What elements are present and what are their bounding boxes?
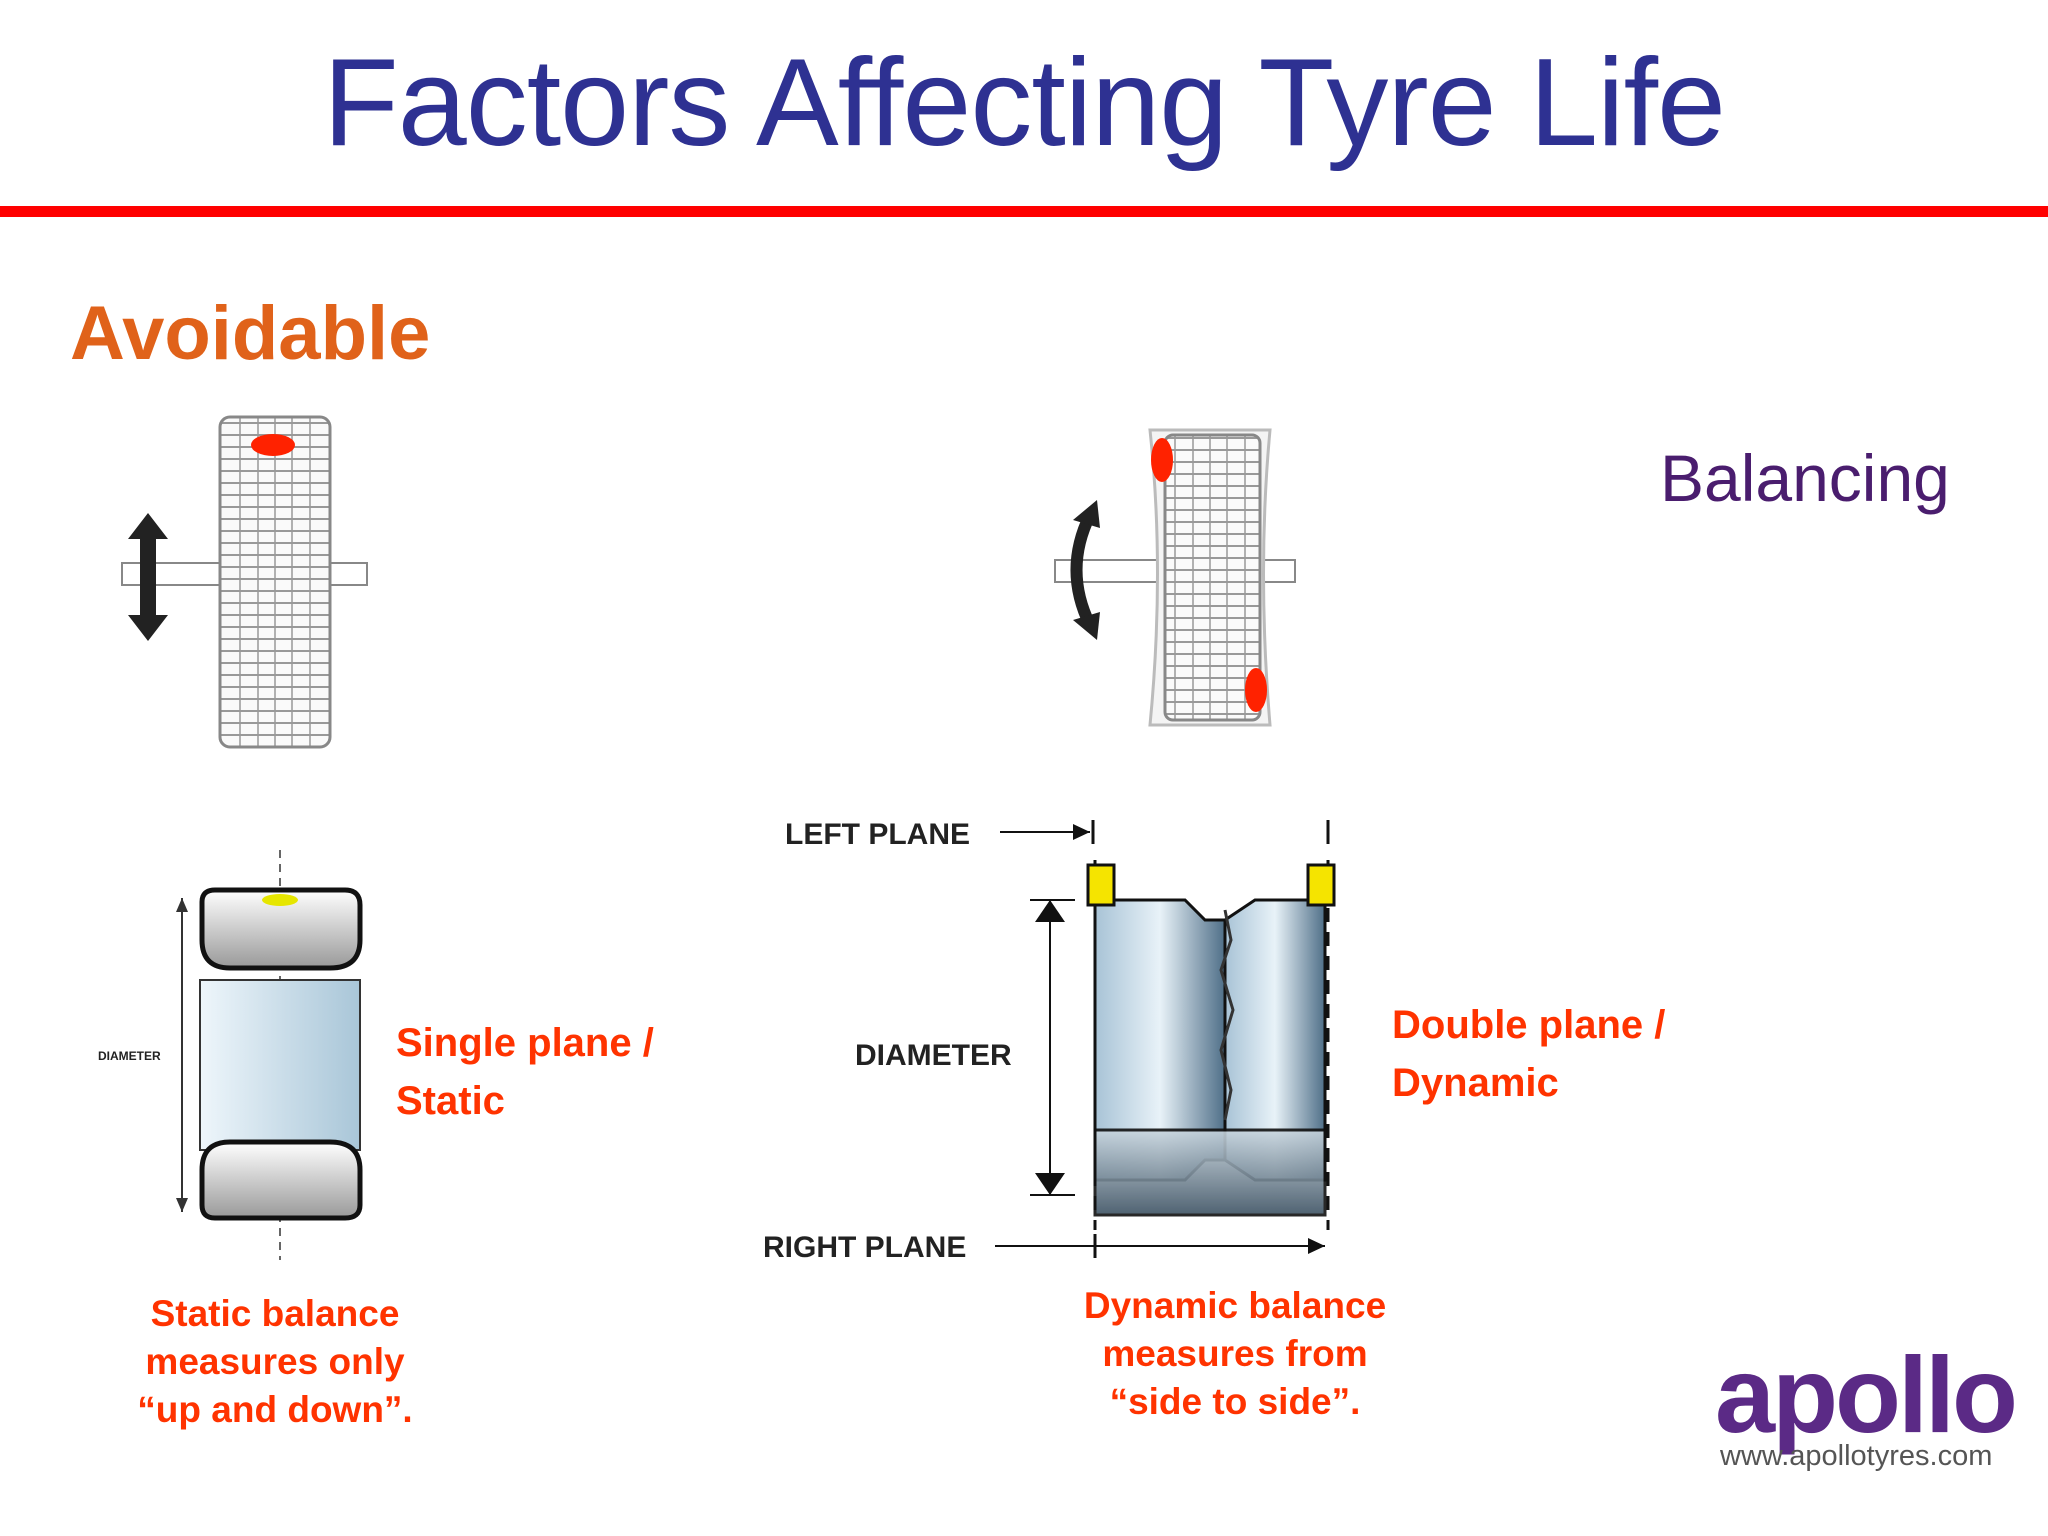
- section-heading: Avoidable: [70, 291, 431, 376]
- diameter-label-small: DIAMETER: [98, 1049, 161, 1063]
- static-imbalance-tyre-illustration: [121, 415, 368, 749]
- imbalance-weight-marker: [251, 434, 295, 456]
- static-caption: Static balance measures only “up and dow…: [137, 1293, 413, 1430]
- title-divider: [0, 206, 2048, 217]
- static-balance-cross-section: DIAMETER: [98, 850, 363, 1260]
- slide-title: Factors Affecting Tyre Life: [322, 34, 1726, 172]
- static-label: Single plane / Static: [396, 1021, 654, 1123]
- right-plane-label: RIGHT PLANE: [763, 1231, 966, 1264]
- up-down-arrow-icon: [128, 513, 168, 641]
- rotation-arrow-icon: [1070, 512, 1096, 628]
- dynamic-label: Double plane / Dynamic: [1392, 1003, 1666, 1105]
- left-plane-label: LEFT PLANE: [785, 818, 970, 851]
- imbalance-weight-marker-top: [1151, 438, 1173, 482]
- website-url: www.apollotyres.com: [1720, 1440, 1993, 1472]
- dynamic-caption: Dynamic balance measures from “side to s…: [1083, 1285, 1387, 1422]
- apollo-logo: apollo: [1715, 1334, 2018, 1455]
- diameter-label: DIAMETER: [855, 1039, 1012, 1072]
- dynamic-imbalance-tyre-illustration: [1054, 428, 1296, 727]
- topic-label: Balancing: [1660, 441, 1950, 515]
- imbalance-weight-marker-bottom: [1245, 668, 1267, 712]
- dynamic-balance-cross-section: LEFT PLANE DIAMETER RIGHT PLANE: [763, 818, 1336, 1264]
